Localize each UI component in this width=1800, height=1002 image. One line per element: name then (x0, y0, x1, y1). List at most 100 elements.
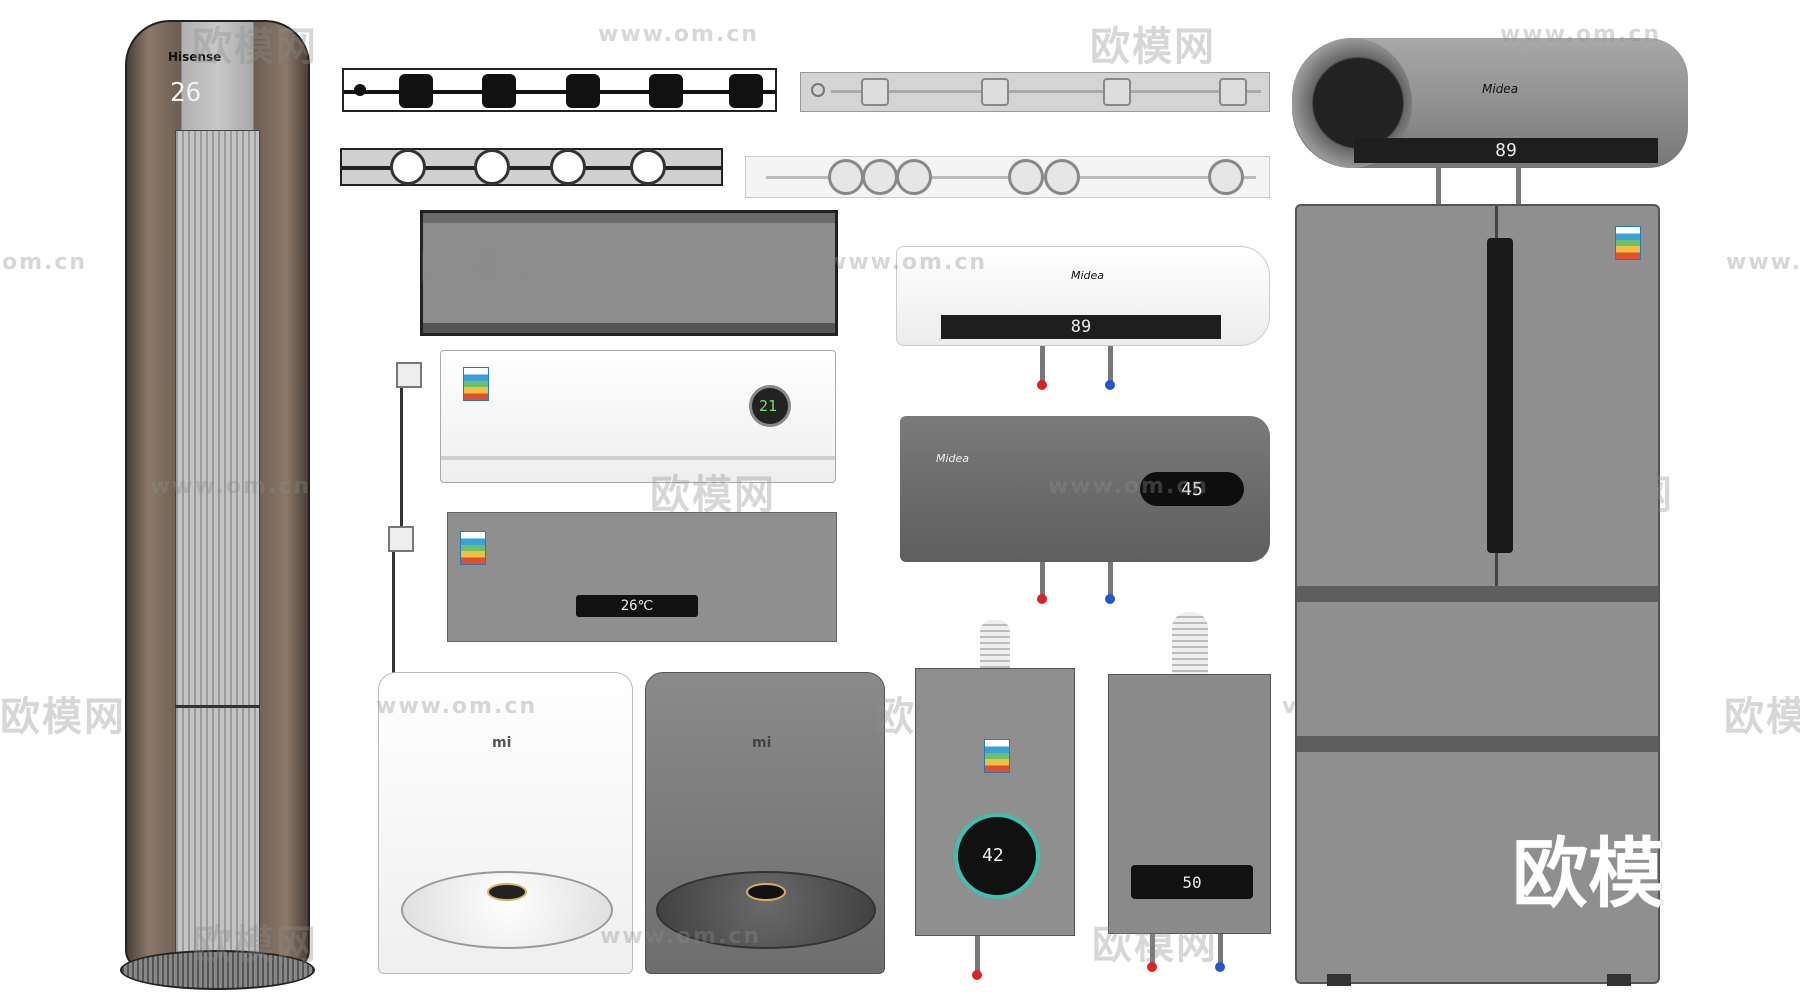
track-socket (1103, 78, 1131, 106)
robot-vacuum-dark (656, 871, 876, 949)
energy-label-icon (1615, 226, 1641, 260)
wall-ac-display-ring: 21 (749, 385, 791, 427)
power-button-icon (811, 83, 825, 97)
fridge (1295, 204, 1660, 986)
track-socket (981, 78, 1009, 106)
wall-ac-display: 21 (759, 397, 778, 415)
watermark-url: om.cn (2, 250, 88, 275)
track-socket (482, 74, 516, 108)
watermark-brand: 欧模网 (0, 694, 126, 740)
gas-heater-pipe (975, 936, 980, 972)
track-socket (1208, 159, 1244, 195)
water-heater-dark-display: 45 (1181, 478, 1203, 500)
robot-vacuum-white (401, 871, 613, 949)
robot-lidar-icon (746, 883, 786, 901)
track-socket (630, 149, 666, 185)
energy-label-icon (984, 739, 1010, 773)
hot-water-outlet (1037, 594, 1047, 604)
power-cord (400, 388, 403, 528)
water-heater-dark-pipe (1040, 562, 1045, 596)
track-socket (399, 74, 433, 108)
cold-water-outlet (1105, 594, 1115, 604)
gas-heater-dial: 42 (954, 813, 1040, 899)
watermark-url: www.om.cn (598, 22, 760, 47)
water-heater-top-display: 89 (1495, 140, 1517, 161)
track-socket (862, 159, 898, 195)
power-cord (392, 552, 395, 682)
watermark-brand: 欧模网 (1724, 694, 1800, 740)
track-socket (474, 149, 510, 185)
robot-vacuum-station-dark: mi (645, 672, 885, 974)
track-socket (566, 74, 600, 108)
water-heater-white-pipe (1040, 346, 1045, 382)
exhaust-duct (980, 620, 1010, 672)
water-heater-white-display: 89 (1070, 317, 1092, 337)
track-socket (896, 159, 932, 195)
watermark-url: www. (1726, 250, 1800, 275)
water-heater-dark: Midea 45 (900, 416, 1270, 562)
power-track-strip-4 (745, 156, 1270, 198)
energy-label-icon (463, 367, 489, 401)
water-heater-top-pipe (1516, 166, 1521, 206)
track-socket (861, 78, 889, 106)
track-socket (390, 149, 426, 185)
track-socket (1008, 159, 1044, 195)
gas-heater-rect-display: 50 (1182, 872, 1202, 892)
robot-lidar-icon (487, 883, 527, 901)
water-heater-dark-brand: Midea (936, 452, 970, 465)
wall-ac-gray: 26℃ (447, 512, 837, 642)
water-heater-dark-pipe (1108, 562, 1113, 596)
water-heater-top: Midea 89 (1292, 38, 1688, 168)
wall-outlet-icon (396, 362, 422, 388)
gas-water-heater-rect: 50 (1108, 674, 1271, 934)
column-ac-base (120, 950, 315, 990)
column-ac-brand: Hisense (168, 50, 222, 64)
wall-outlet-icon (388, 526, 414, 552)
wall-ac-white: 21 (440, 350, 836, 483)
water-heater-top-pipe (1436, 166, 1441, 206)
gas-heater-pipe (1218, 934, 1223, 966)
track-socket (649, 74, 683, 108)
track-switch-icon (354, 84, 366, 96)
robot-dark-brand: mi (752, 735, 772, 751)
cold-water-outlet (1215, 962, 1225, 972)
gas-heater-round-display: 42 (982, 845, 1004, 866)
column-ac-display: 26 (170, 78, 202, 108)
hot-water-outlet (1037, 380, 1047, 390)
water-heater-white-pipe (1108, 346, 1113, 382)
power-track-strip-1 (342, 68, 777, 112)
hot-water-outlet (1147, 962, 1157, 972)
gas-water-heater-round: 42 (915, 668, 1075, 936)
water-heater-white-brand: Midea (1071, 269, 1105, 282)
power-track-strip-2 (800, 72, 1270, 112)
energy-label-icon (460, 531, 486, 565)
wall-ac-dark (420, 210, 838, 336)
water-heater-top-panel: 89 (1354, 138, 1658, 163)
column-ac-grille (175, 130, 260, 960)
wall-ac-gray-display: 26℃ (576, 595, 698, 617)
robot-vacuum-station-white: mi (378, 672, 633, 974)
water-heater-dark-panel: 45 (1140, 472, 1244, 506)
fridge-drawer-1 (1297, 586, 1658, 602)
column-air-conditioner: Hisense 26 (120, 20, 315, 990)
fridge-drawer-2 (1297, 736, 1658, 752)
water-heater-white: Midea 89 (896, 246, 1270, 346)
track-socket (729, 74, 763, 108)
fridge-foot (1607, 974, 1631, 986)
gas-heater-pipe (1150, 934, 1155, 966)
cold-water-outlet (1105, 380, 1115, 390)
water-heater-white-panel: 89 (941, 315, 1221, 339)
fridge-handle-display (1487, 238, 1513, 553)
track-socket (828, 159, 864, 195)
track-socket (1044, 159, 1080, 195)
track-socket (550, 149, 586, 185)
power-track-strip-3 (340, 148, 723, 186)
track-socket (1219, 78, 1247, 106)
hot-water-outlet (972, 970, 982, 980)
fridge-foot (1327, 974, 1351, 986)
gas-heater-rect-panel: 50 (1131, 865, 1253, 899)
exhaust-duct (1172, 612, 1208, 674)
watermark-brand-large: 欧模 (1512, 829, 1664, 918)
wall-ac-gray-display-value: 26℃ (620, 598, 654, 614)
column-ac-seam (175, 705, 260, 708)
